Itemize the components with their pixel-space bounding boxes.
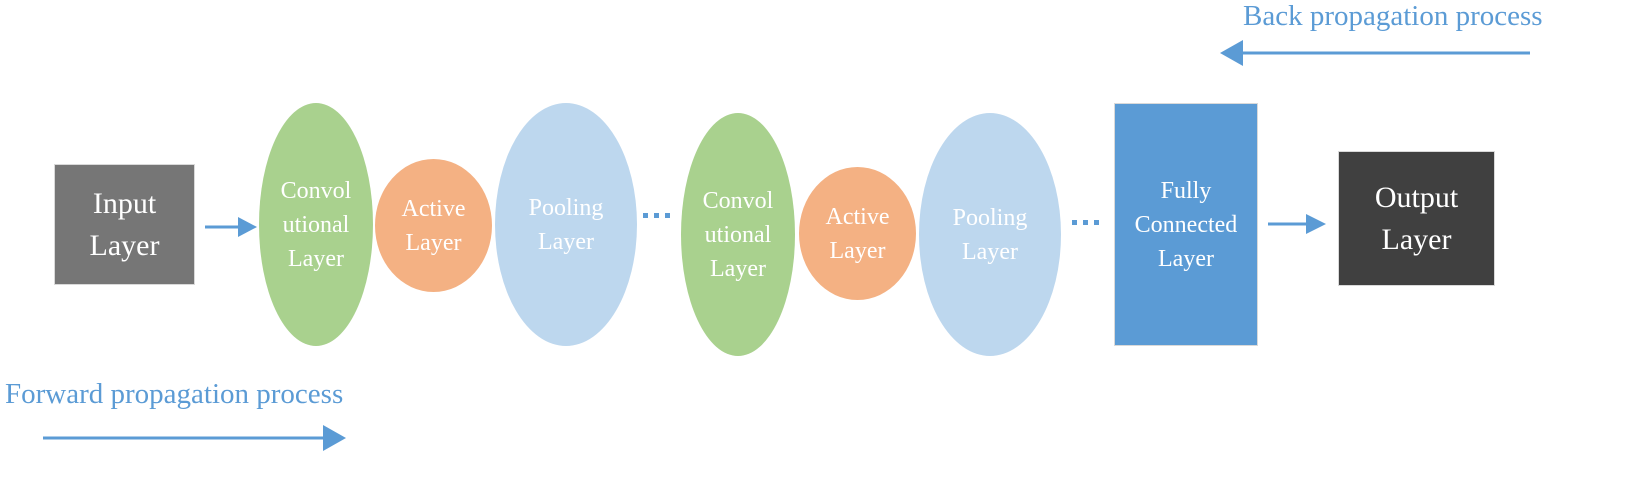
active-layer-2-label: Active Layer <box>825 203 890 264</box>
fully-connected-layer-label: Fully Connected Layer <box>1134 177 1238 272</box>
pooling-layer-2-node: Pooling Layer <box>919 113 1061 356</box>
conv-layer-1-label: Convol utional Layer <box>280 177 352 272</box>
input-to-conv-arrow-icon <box>205 217 257 237</box>
ellipsis-1-icon <box>643 213 670 218</box>
active-layer-1-node: Active Layer <box>375 159 492 292</box>
fully-connected-layer-node: Fully Connected Layer <box>1114 103 1258 346</box>
output-layer-label: Output Layer <box>1374 180 1459 256</box>
output-layer-node: Output Layer <box>1338 151 1495 286</box>
active-layer-2-node: Active Layer <box>799 167 916 300</box>
conv-layer-2-node: Convol utional Layer <box>681 113 795 356</box>
conv-layer-1-node: Convol utional Layer <box>259 103 373 346</box>
fc-to-output-arrow-icon <box>1268 214 1326 234</box>
pooling-layer-2-label: Pooling Layer <box>952 204 1028 265</box>
back-propagation-arrow-icon <box>1220 40 1530 66</box>
ellipsis-2-icon <box>1072 220 1099 225</box>
forward-propagation-arrow-icon <box>43 425 346 451</box>
input-layer-node: Input Layer <box>54 164 195 285</box>
conv-layer-2-label: Convol utional Layer <box>702 187 774 282</box>
input-layer-label: Input Layer <box>89 186 160 262</box>
back-propagation-caption: Back propagation process <box>1243 0 1543 32</box>
forward-propagation-caption: Forward propagation process <box>5 378 344 410</box>
pooling-layer-1-node: Pooling Layer <box>495 103 637 346</box>
active-layer-1-label: Active Layer <box>401 195 466 256</box>
pooling-layer-1-label: Pooling Layer <box>528 194 604 255</box>
